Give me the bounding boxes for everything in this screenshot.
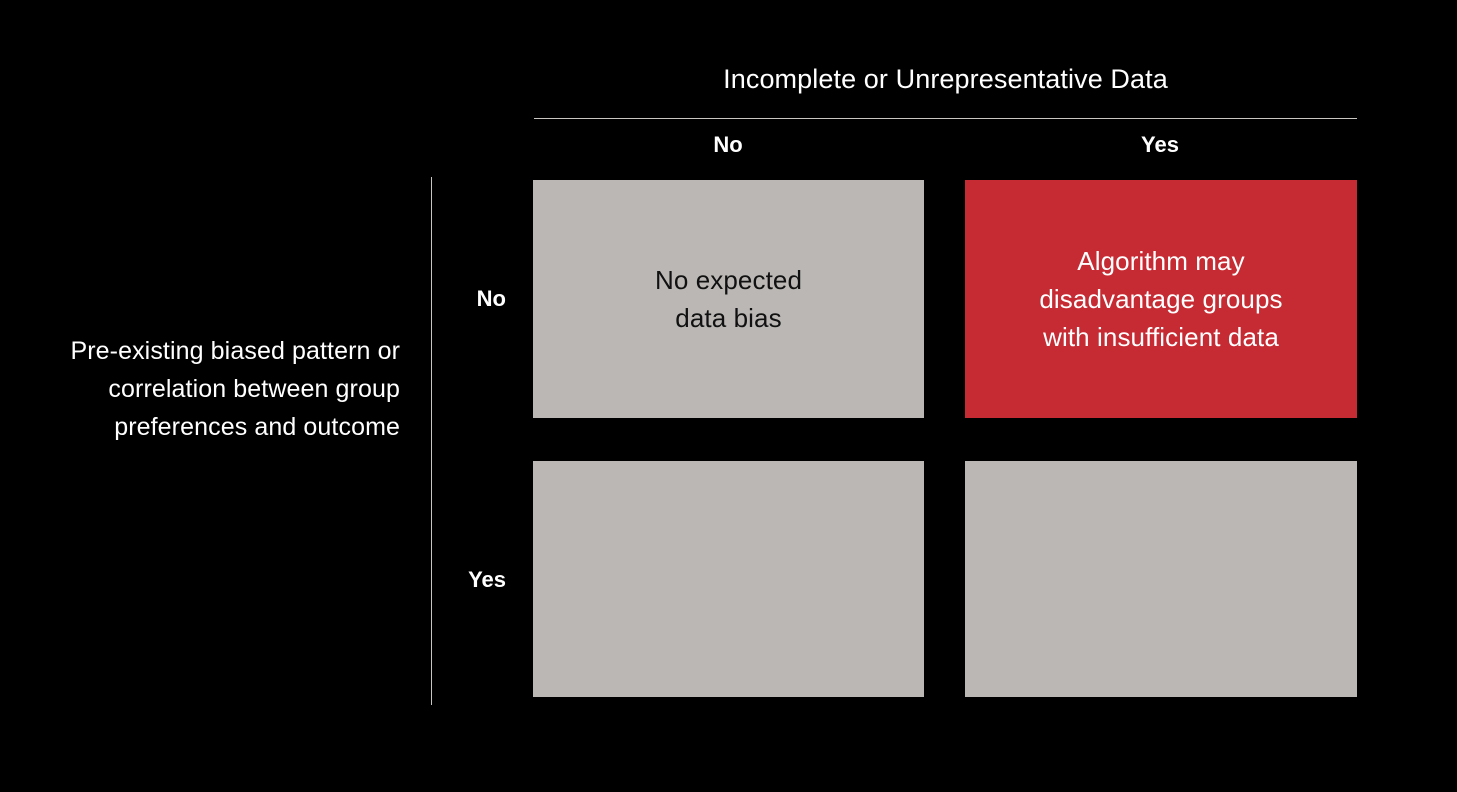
row-axis-divider (431, 177, 432, 705)
matrix-cell-yes-no (533, 461, 924, 697)
column-axis-divider (534, 118, 1357, 119)
row-label-yes: Yes (468, 567, 506, 592)
matrix-cell-text: No expected data bias (654, 265, 803, 333)
column-label-yes: Yes (1141, 132, 1179, 157)
row-axis-title: Pre-existing biased pattern or correlati… (70, 337, 400, 441)
matrix-cell-text: Algorithm may disadvantage groups with i… (1039, 246, 1283, 352)
matrix-cell-no-no: No expected data bias (533, 180, 924, 418)
column-axis-title: Incomplete or Unrepresentative Data (723, 64, 1168, 94)
row-label-no: No (476, 286, 506, 311)
matrix-cell-no-yes: Algorithm may disadvantage groups with i… (965, 180, 1357, 418)
column-label-no: No (713, 132, 743, 157)
matrix-cell-yes-yes (965, 461, 1357, 697)
